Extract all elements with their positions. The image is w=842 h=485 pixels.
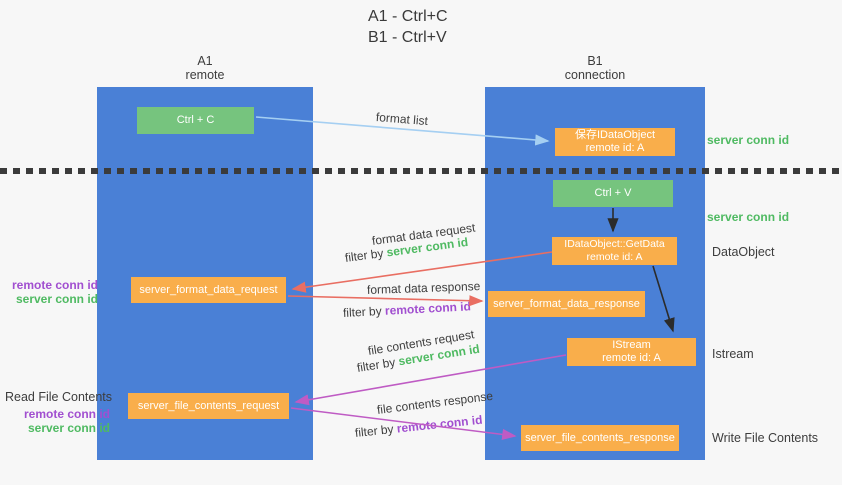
label-server-conn-id-2: server conn id: [27, 421, 110, 435]
lane-a1-subtitle: remote: [185, 68, 225, 82]
arrow-label-filter-remote-conn-id-2: filter by remote conn id: [354, 413, 483, 440]
node-file-request-label: server_file_contents_request: [137, 399, 280, 412]
arrow-label-format-data-response: format data response: [366, 279, 481, 297]
node-server-format-data-request: server_format_data_request: [131, 277, 286, 303]
node-file-response-label: server_file_contents_response: [525, 431, 675, 444]
node-istream: IStream remote id: A: [567, 338, 696, 366]
label-istream: Istream: [712, 347, 754, 361]
filter-key-remote-conn-id: remote conn id: [396, 412, 484, 436]
label-conn-ids-file: remote conn id server conn id: [20, 407, 110, 435]
filter-by-text: filter by: [355, 354, 400, 375]
filter-key-remote-conn-id: remote conn id: [384, 299, 472, 318]
filter-by-text: filter by: [354, 421, 398, 440]
filter-by-text: filter by: [342, 303, 386, 320]
node-save-line-2: remote id: A: [585, 142, 645, 154]
label-server-conn-id-1: server conn id: [15, 292, 98, 306]
arrow-label-format-list: format list: [375, 110, 429, 129]
dashed-separator-line: [0, 168, 842, 174]
node-istream-line-2: remote id: A: [602, 352, 661, 364]
label-server-conn-id-top: server conn id: [707, 133, 790, 147]
lane-a1-name: A1: [197, 54, 213, 68]
title-line-1: A1 - Ctrl+C: [368, 8, 448, 25]
node-idataobject-getdata: IDataObject::GetData remote id: A: [552, 237, 677, 265]
node-save-idataobject: 保存IDataObject remote id: A: [555, 128, 675, 156]
label-read-file-contents: Read File Contents: [5, 390, 113, 404]
filter-by-text: filter by: [344, 245, 388, 265]
node-server-file-contents-response: server_file_contents_response: [521, 425, 679, 451]
node-istream-line-1: IStream: [612, 339, 651, 351]
node-getdata-line-1: IDataObject::GetData: [564, 238, 665, 250]
diagram-title: A1 - Ctrl+C B1 - Ctrl+V: [368, 6, 448, 48]
node-ctrl-v-label: Ctrl + V: [594, 187, 632, 199]
lane-header-a1: A1 remote: [97, 54, 313, 82]
label-remote-conn-id-1: remote conn id: [11, 278, 98, 292]
node-format-request-label: server_format_data_request: [139, 283, 278, 296]
label-write-file-contents: Write File Contents: [712, 431, 819, 445]
node-save-line-1: 保存IDataObject: [574, 129, 656, 141]
node-ctrl-c-label: Ctrl + C: [176, 114, 215, 126]
label-conn-ids-format: remote conn id server conn id: [8, 278, 98, 306]
node-server-format-data-response: server_format_data_response: [488, 291, 645, 317]
arrow-label-filter-remote-conn-id-1: filter by remote conn id: [343, 299, 472, 320]
label-remote-conn-id-2: remote conn id: [23, 407, 110, 421]
node-ctrl-c: Ctrl + C: [137, 107, 254, 134]
label-dataobject: DataObject: [712, 245, 775, 259]
node-format-response-label: server_format_data_response: [493, 297, 640, 310]
lane-b1-name: B1: [587, 54, 603, 68]
lane-header-b1: B1 connection: [485, 54, 705, 82]
label-server-conn-id-mid: server conn id: [707, 210, 790, 224]
node-ctrl-v: Ctrl + V: [553, 180, 673, 207]
node-server-file-contents-request: server_file_contents_request: [128, 393, 289, 419]
node-getdata-line-2: remote id: A: [586, 251, 643, 263]
title-line-2: B1 - Ctrl+V: [368, 29, 447, 46]
lane-b1-subtitle: connection: [564, 68, 626, 82]
